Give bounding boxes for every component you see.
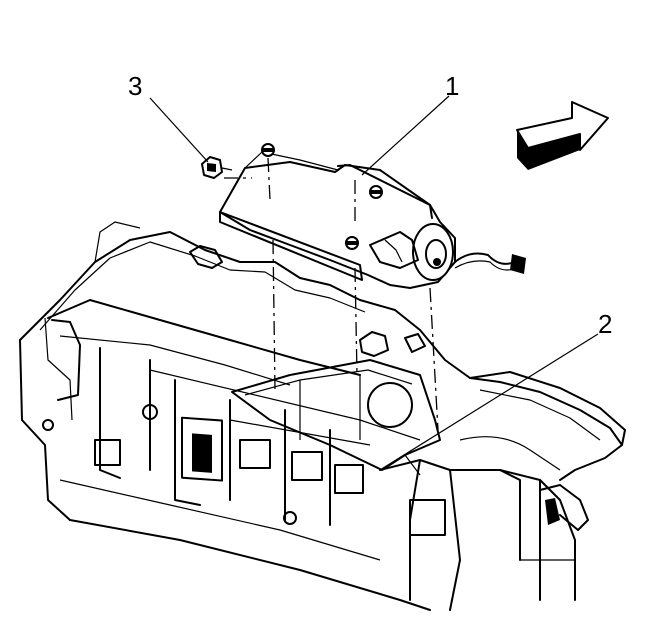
alignment-lines — [224, 177, 439, 431]
module-stud-3 — [345, 236, 359, 250]
callout-2: 2 — [598, 309, 612, 339]
module-stud-1 — [261, 143, 275, 157]
instrument-panel-carrier — [19, 221, 626, 611]
module-stud-2 — [369, 185, 383, 199]
callout-3: 3 — [128, 71, 142, 101]
passenger-airbag-module — [219, 143, 526, 289]
leader-line-1 — [361, 95, 450, 176]
bolt-fastener — [201, 156, 233, 179]
front-direction-arrow-icon — [516, 101, 609, 170]
leader-line-3 — [149, 97, 209, 163]
airbag-bracket-panel — [231, 359, 441, 476]
callout-1: 1 — [445, 71, 459, 101]
harness-connector — [510, 254, 526, 274]
leader-line-2 — [379, 333, 599, 471]
